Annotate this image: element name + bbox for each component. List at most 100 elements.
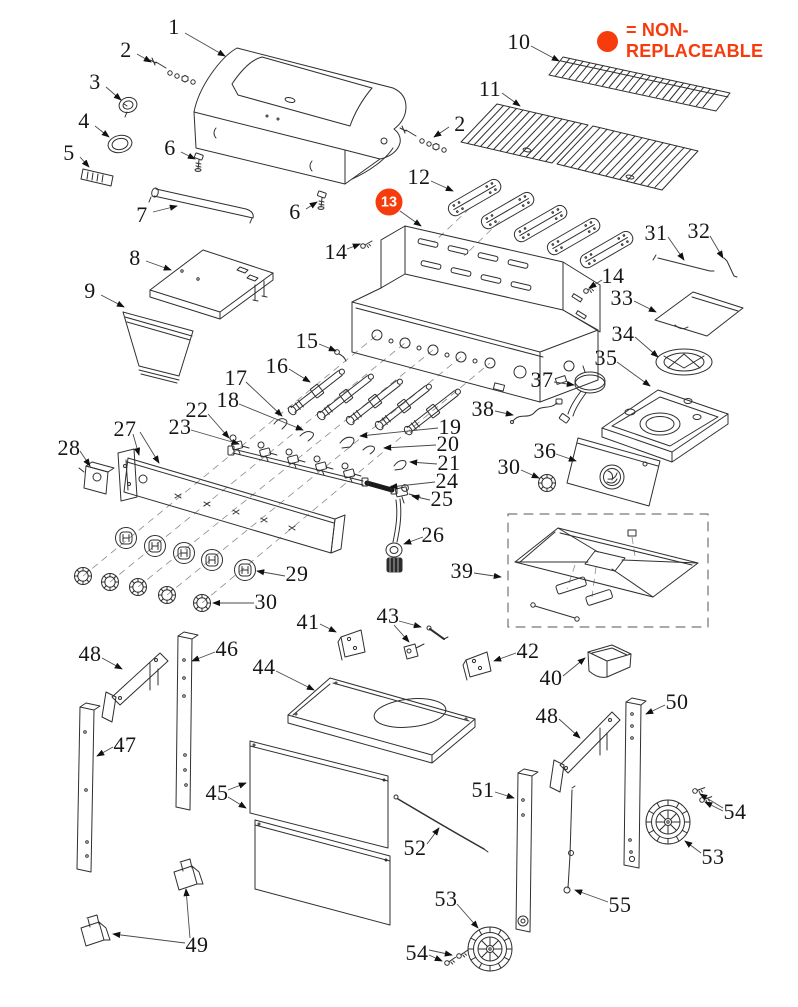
part-lid-screws-drawing bbox=[149, 57, 447, 153]
callout-54-b: 54 bbox=[405, 940, 429, 965]
callout-52: 52 bbox=[403, 835, 427, 860]
part-support-rod-drawing bbox=[393, 794, 489, 853]
callout-50: 50 bbox=[665, 689, 689, 714]
callout-5: 5 bbox=[63, 140, 75, 165]
callout-38: 38 bbox=[471, 396, 495, 421]
callout-1: 1 bbox=[168, 14, 180, 39]
callout-48-a: 48 bbox=[78, 641, 102, 666]
part-sideburner-head-drawing bbox=[558, 365, 606, 424]
callout-27: 27 bbox=[113, 416, 137, 441]
part-bracket-48-right-drawing bbox=[549, 711, 621, 793]
part-leg-46-drawing bbox=[175, 631, 199, 811]
callout-44: 44 bbox=[252, 654, 276, 679]
callout-15: 15 bbox=[295, 328, 319, 353]
part-side-bracket-drawing bbox=[566, 437, 661, 507]
legend: = NON-REPLACEABLE bbox=[597, 20, 798, 62]
part-sideburner-box-drawing bbox=[601, 389, 729, 463]
part-grease-cup-drawing bbox=[587, 644, 632, 678]
callout-39: 39 bbox=[450, 558, 474, 583]
part-igniter-module-drawing bbox=[78, 461, 115, 495]
callout-34: 34 bbox=[611, 321, 635, 346]
part-electrode-drawing bbox=[334, 349, 347, 362]
callout-6-a: 6 bbox=[164, 135, 176, 160]
callout-3: 3 bbox=[89, 69, 101, 94]
callout-45: 45 bbox=[205, 780, 229, 805]
callout-53-a: 53 bbox=[701, 844, 725, 869]
callout-30-b: 30 bbox=[254, 589, 278, 614]
part-firebox-drawing bbox=[351, 225, 601, 403]
part-logo-plate-drawing bbox=[80, 168, 114, 187]
part-cart-shelf-drawing bbox=[287, 677, 476, 764]
callout-13-highlighted-badge[interactable]: 13 bbox=[375, 188, 403, 216]
callout-22: 22 bbox=[185, 397, 209, 422]
part-grease-shield-drawing bbox=[122, 311, 194, 384]
callout-2-b: 2 bbox=[454, 111, 466, 136]
callout-32: 32 bbox=[687, 218, 711, 243]
callout-2-a: 2 bbox=[120, 37, 132, 62]
callout-16: 16 bbox=[265, 353, 289, 378]
part-bracket-48-left-drawing bbox=[101, 652, 169, 723]
part-panels-drawing bbox=[249, 740, 391, 926]
part-sideburner-lid-drawing bbox=[654, 291, 744, 337]
callout-37: 37 bbox=[530, 367, 554, 392]
callout-20: 20 bbox=[436, 431, 460, 456]
callout-19: 19 bbox=[438, 414, 462, 439]
callout-46: 46 bbox=[215, 636, 239, 661]
legend-text: = NON-REPLACEABLE bbox=[626, 20, 764, 61]
part-cooking-grates-drawing bbox=[460, 103, 699, 191]
part-bracket-41-drawing bbox=[337, 629, 366, 661]
part-side-shelf-drawing bbox=[149, 249, 274, 320]
callout-49: 49 bbox=[185, 932, 209, 957]
callout-28: 28 bbox=[57, 435, 81, 460]
part-grease-tray-assembly-drawing bbox=[507, 513, 709, 628]
callout-55: 55 bbox=[608, 892, 632, 917]
callout-29: 29 bbox=[285, 561, 309, 586]
callout-9: 9 bbox=[84, 278, 96, 303]
callout-51: 51 bbox=[471, 777, 495, 802]
callout-23: 23 bbox=[168, 414, 192, 439]
part-bezels-drawing bbox=[74, 474, 556, 612]
part-bracket-42-drawing bbox=[462, 651, 492, 681]
part-thermometer-bezel-drawing bbox=[118, 96, 138, 118]
part-hinge-pins-drawing bbox=[403, 625, 449, 660]
callout-25: 25 bbox=[430, 486, 454, 511]
part-leg-51-drawing bbox=[515, 768, 539, 933]
callout-14-b: 14 bbox=[601, 263, 625, 288]
callout-36: 36 bbox=[533, 438, 557, 463]
callout-7: 7 bbox=[136, 202, 148, 227]
callout-6-b: 6 bbox=[289, 199, 301, 224]
part-trivet-drawing bbox=[655, 348, 713, 376]
callout-24: 24 bbox=[435, 468, 459, 493]
part-burners-drawing bbox=[285, 365, 464, 438]
part-leg-47-drawing bbox=[76, 702, 101, 873]
callout-10: 10 bbox=[507, 29, 531, 54]
callout-17: 17 bbox=[224, 365, 248, 390]
part-heat-plates-drawing bbox=[445, 176, 636, 271]
part-leg-50-drawing bbox=[623, 697, 647, 869]
callout-21: 21 bbox=[437, 450, 461, 475]
callout-41: 41 bbox=[296, 609, 320, 634]
part-crossover-rod-drawing bbox=[652, 254, 738, 278]
leader-lines bbox=[79, 32, 724, 962]
part-linkage-rod-drawing bbox=[563, 785, 576, 894]
callout-54-a: 54 bbox=[723, 799, 747, 824]
non-replaceable-dot-icon bbox=[597, 30, 618, 52]
callout-30-a: 30 bbox=[497, 454, 521, 479]
part-lid-drawing bbox=[193, 47, 407, 185]
part-screws-14-drawing bbox=[360, 240, 596, 294]
part-clips-drawing bbox=[273, 418, 407, 471]
callout-26: 26 bbox=[421, 522, 445, 547]
callout-33: 33 bbox=[610, 285, 634, 310]
callout-31: 31 bbox=[644, 220, 668, 245]
callout-12: 12 bbox=[407, 164, 431, 189]
callout-14-a: 14 bbox=[324, 239, 348, 264]
part-screw-6-drawing bbox=[193, 152, 327, 210]
callout-53-b: 53 bbox=[434, 886, 458, 911]
part-control-panel-drawing bbox=[117, 448, 346, 554]
part-feet-drawing bbox=[80, 858, 204, 947]
part-ring-drawing bbox=[107, 134, 133, 154]
callout-43: 43 bbox=[376, 603, 400, 628]
part-regulator-drawing bbox=[385, 498, 403, 573]
